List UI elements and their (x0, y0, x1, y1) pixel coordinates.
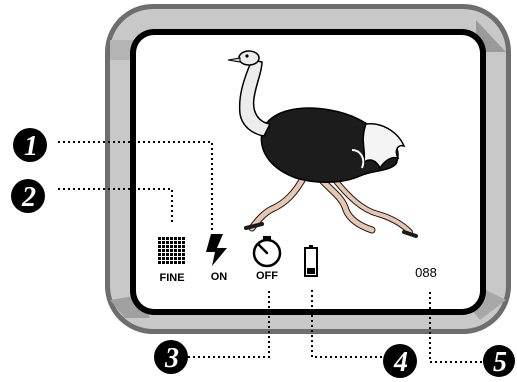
quality-grid-dot (174, 249, 177, 252)
quality-grid-dot (170, 237, 173, 240)
quality-grid-dot (174, 261, 177, 264)
quality-grid-dot (178, 245, 181, 248)
quality-grid-dot (166, 245, 169, 248)
quality-grid-dot (162, 257, 165, 260)
image-quality-caption: FINE (159, 272, 184, 284)
quality-grid-dot (166, 249, 169, 252)
quality-grid-dot (158, 241, 161, 244)
battery-icon (305, 245, 317, 276)
quality-grid-dot (170, 257, 173, 260)
quality-grid-dot (178, 261, 181, 264)
quality-grid-dot (182, 241, 185, 244)
image-quality-icon (158, 237, 185, 264)
quality-grid-dot (162, 261, 165, 264)
svg-text:5: 5 (493, 347, 507, 378)
quality-grid-dot (162, 249, 165, 252)
self-timer-caption: OFF (256, 270, 278, 282)
quality-grid-dot (158, 249, 161, 252)
quality-grid-dot (162, 237, 165, 240)
quality-grid-dot (174, 241, 177, 244)
quality-grid-dot (174, 257, 177, 260)
svg-text:1: 1 (24, 131, 38, 162)
callout-badge-5: 5 (483, 345, 515, 378)
quality-grid-dot (174, 237, 177, 240)
callout-badge-4: 4 (383, 344, 417, 378)
quality-grid-dot (182, 237, 185, 240)
quality-grid-dot (182, 253, 185, 256)
svg-text:2: 2 (21, 182, 36, 213)
quality-grid-dot (170, 249, 173, 252)
quality-grid-dot (158, 253, 161, 256)
callout-badge-3: 3 (154, 340, 188, 374)
quality-grid-dot (162, 245, 165, 248)
quality-grid-dot (178, 237, 181, 240)
svg-text:3: 3 (164, 343, 179, 374)
quality-grid-dot (166, 257, 169, 260)
quality-grid-dot (166, 237, 169, 240)
quality-grid-dot (178, 241, 181, 244)
quality-grid-dot (166, 261, 169, 264)
quality-grid-dot (182, 261, 185, 264)
quality-grid-dot (170, 245, 173, 248)
quality-grid-dot (166, 253, 169, 256)
quality-grid-dot (182, 257, 185, 260)
quality-grid-dot (174, 245, 177, 248)
quality-grid-dot (158, 261, 161, 264)
quality-grid-dot (178, 253, 181, 256)
quality-grid-dot (158, 237, 161, 240)
quality-grid-dot (162, 241, 165, 244)
quality-grid-dot (170, 253, 173, 256)
quality-grid-dot (166, 241, 169, 244)
callout-badge-1: 1 (13, 128, 47, 162)
quality-grid-dot (158, 245, 161, 248)
frame-counter: 088 (415, 265, 437, 280)
quality-grid-dot (178, 249, 181, 252)
callout-badge-2: 2 (11, 179, 45, 213)
quality-grid-dot (174, 253, 177, 256)
quality-grid-dot (158, 257, 161, 260)
svg-text:4: 4 (393, 347, 408, 378)
flash-caption: ON (211, 271, 228, 283)
quality-grid-dot (162, 253, 165, 256)
quality-grid-dot (170, 261, 173, 264)
quality-grid-dot (178, 257, 181, 260)
quality-grid-dot (170, 241, 173, 244)
quality-grid-dot (182, 249, 185, 252)
quality-grid-dot (182, 245, 185, 248)
